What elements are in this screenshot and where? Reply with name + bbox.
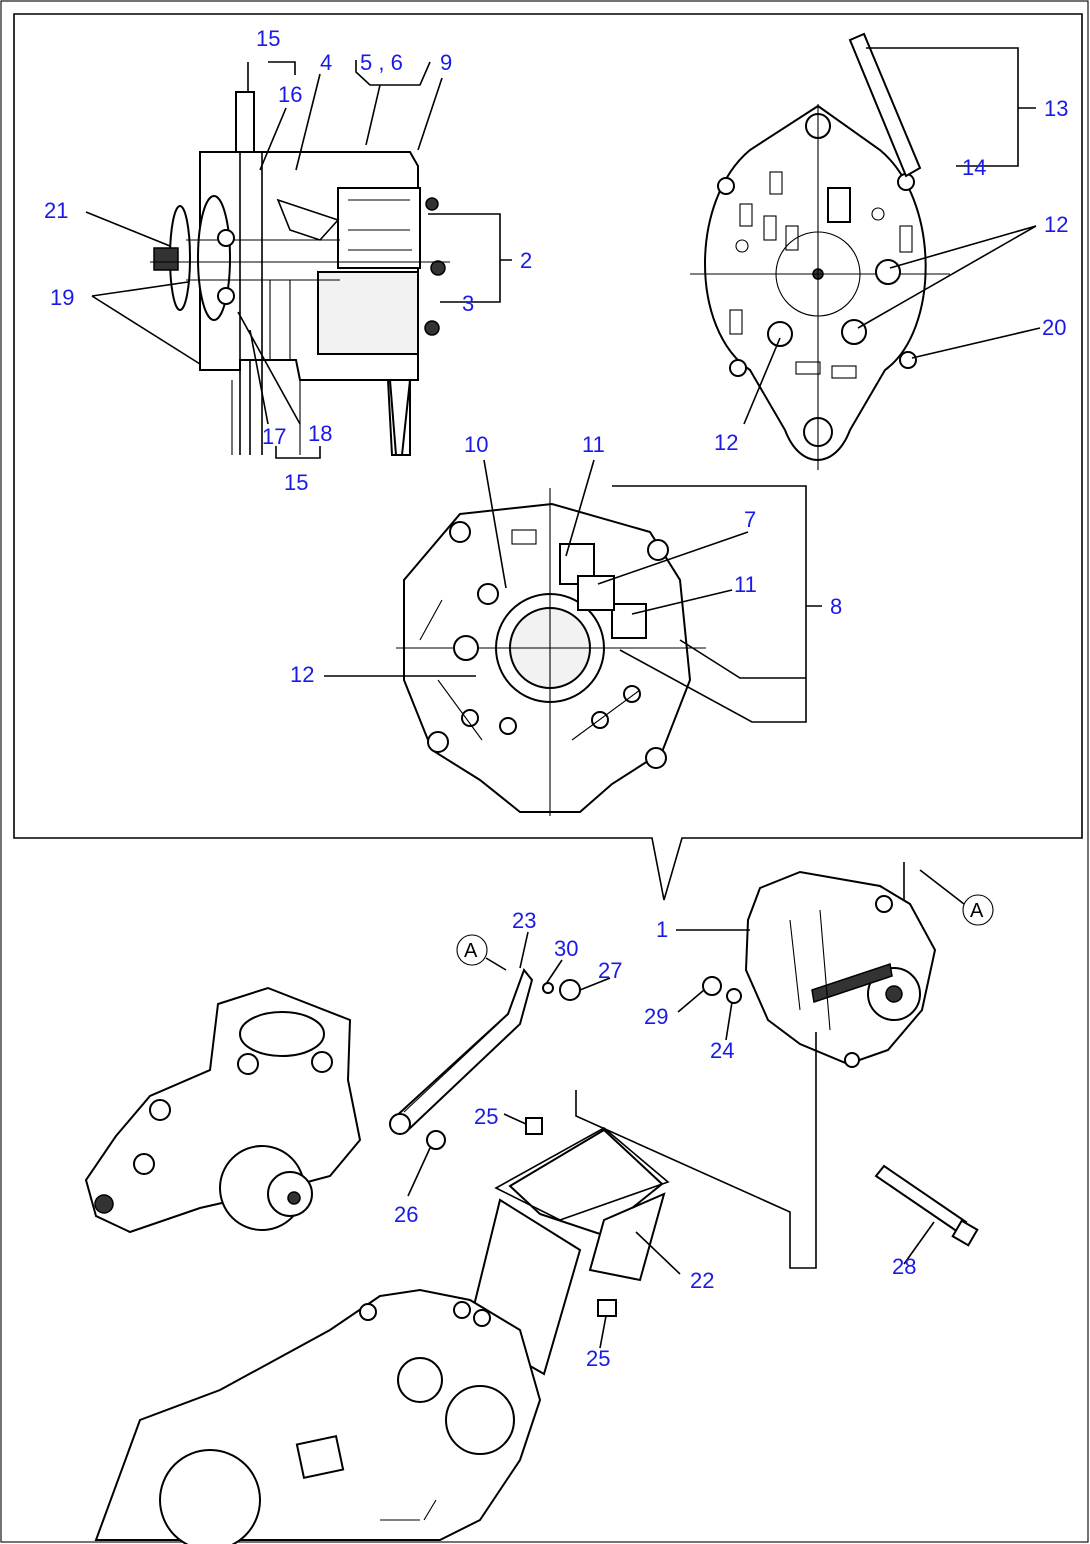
fasteners: [426, 976, 979, 1317]
callout-12-front: 12: [290, 662, 314, 687]
bolt-27-icon: [559, 979, 581, 1001]
callout-5-6: 5 , 6: [360, 50, 403, 75]
ref-marker-a-right: A: [970, 900, 984, 922]
callout-24: 24: [710, 1038, 734, 1063]
water-pump-bracket: [84, 986, 362, 1234]
callout-17: 17: [262, 424, 286, 449]
callout-3: 3: [462, 291, 474, 316]
washer-24-icon: [726, 988, 742, 1004]
callout-2: 2: [520, 248, 532, 273]
callout-25-bottom: 25: [586, 1346, 610, 1371]
callout-12-rear-right: 12: [1044, 212, 1068, 237]
callout-19: 19: [50, 285, 74, 310]
callout-21: 21: [44, 198, 68, 223]
ref-marker-a-left: A: [464, 940, 478, 962]
nut-29-icon: [702, 976, 722, 996]
installed-alternator: [744, 870, 937, 1068]
callout-26: 26: [394, 1202, 418, 1227]
side-view-leaders: [85, 60, 512, 459]
bolt-26-icon: [426, 1130, 446, 1150]
callout-29: 29: [644, 1004, 668, 1029]
ref-marker-a-left-circle: [456, 934, 488, 966]
callout-27: 27: [598, 958, 622, 983]
callout-13: 13: [1044, 96, 1068, 121]
callout-23: 23: [512, 908, 536, 933]
callout-30: 30: [554, 936, 578, 961]
callout-7: 7: [744, 507, 756, 532]
callout-20: 20: [1042, 315, 1066, 340]
callout-14: 14: [962, 155, 986, 180]
callout-4: 4: [320, 50, 332, 75]
callout-8: 8: [830, 594, 842, 619]
callout-16: 16: [278, 82, 302, 107]
alternator-side-view: [150, 91, 450, 456]
callout-25-top: 25: [474, 1104, 498, 1129]
bolt-25-bottom-icon: [597, 1299, 617, 1317]
callout-1: 1: [656, 917, 668, 942]
callout-11-top: 11: [582, 432, 605, 457]
alternator-rear-view: [690, 32, 950, 470]
mounting-bracket: [466, 1032, 817, 1376]
callout-15-bottom: 15: [284, 470, 308, 495]
bolt-25-top-icon: [525, 1117, 543, 1135]
callout-12-rear-bottom: 12: [714, 430, 738, 455]
adjusting-bar: [389, 967, 534, 1135]
alternator-front-view: [396, 488, 706, 816]
callout-9: 9: [440, 50, 452, 75]
callout-18: 18: [308, 421, 332, 446]
reference-markers: A A: [464, 900, 984, 962]
callout-15-top: 15: [256, 26, 280, 51]
callout-labels: 1 2 3 4 5 , 6 7 8 9 10 11 11 12 12 12 13…: [44, 26, 1068, 1371]
ref-marker-a-right-circle: [962, 894, 994, 926]
rear-view-leaders: [743, 47, 1041, 425]
callout-28: 28: [892, 1254, 916, 1279]
washer-30-icon: [542, 982, 554, 994]
bolt-28-icon: [874, 1164, 968, 1234]
callout-22: 22: [690, 1268, 714, 1293]
callout-10: 10: [464, 432, 488, 457]
front-view-leaders: [324, 459, 822, 723]
timing-gear-case: [94, 1288, 542, 1544]
assembly-leaders: [407, 862, 994, 1349]
callout-11-right: 11: [734, 572, 757, 597]
